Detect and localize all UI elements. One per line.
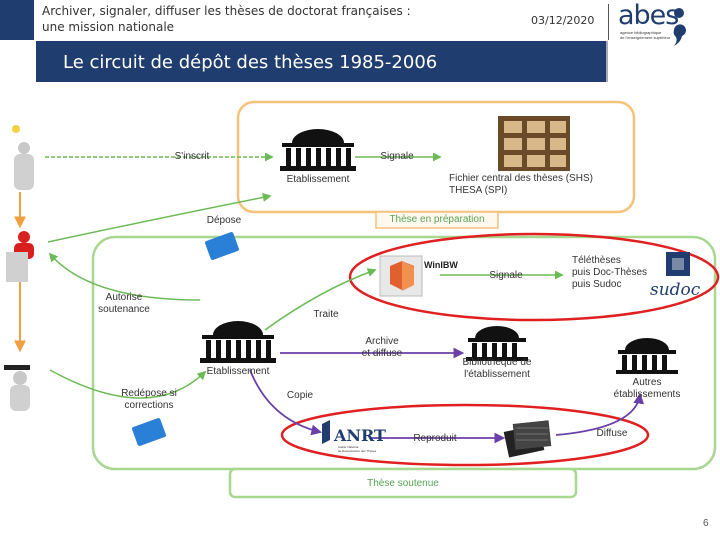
deposit-circuit-diagram	[4, 100, 720, 499]
abes-logo: abes	[618, 0, 679, 31]
diffuse-arrow	[555, 392, 645, 436]
label-signale-sudoc: Signale	[489, 270, 523, 281]
copie-arrow	[249, 369, 323, 436]
anrt-highlight	[280, 403, 650, 467]
header-date: 03/12/2020	[531, 14, 595, 27]
sudoc-logo-icon	[666, 252, 690, 276]
book-icon-redepose	[132, 418, 166, 446]
abes-logo-mark	[673, 8, 686, 46]
student-presenting-icon	[6, 231, 34, 282]
slide-title: Le circuit de dépôt des thèses 1985-2006	[63, 52, 438, 73]
autorise-arrow	[48, 252, 201, 301]
anrt-logo-icon	[322, 420, 330, 444]
abes-logo-tagline: agence bibliographique de l'enseignement…	[620, 30, 671, 40]
depose-arrow	[47, 192, 272, 243]
label-traite: Traite	[313, 309, 339, 320]
bibliotheque-icon	[466, 326, 528, 361]
anrt-logo-subtitle: Atelier National de Reproduction des Thè…	[338, 445, 377, 453]
label-phase-preparation: Thèse en préparation	[389, 214, 485, 225]
label-reproduit: Reproduit	[413, 433, 457, 444]
label-signale-top: Signale	[380, 151, 414, 162]
title-banner	[36, 41, 608, 82]
fichier-central-photo	[498, 116, 570, 171]
label-sinscrit: S'inscrit	[174, 151, 210, 162]
header-accent-block	[0, 0, 34, 40]
label-phase-soutenue: Thèse soutenue	[367, 478, 439, 489]
label-etablissement-bottom: Etablissement	[206, 366, 270, 377]
label-copie: Copie	[286, 390, 314, 401]
label-depose: Dépose	[206, 215, 242, 226]
header-separator	[608, 4, 609, 40]
header-title-line2: une mission nationale	[42, 20, 175, 34]
microfiche-icon	[503, 420, 552, 458]
label-bibliotheque: Bibliothèque de l'établissement	[462, 357, 532, 380]
etablissement-bottom-icon	[200, 321, 276, 363]
traite-arrow	[264, 268, 377, 331]
label-fichier-central: Fichier central des thèses (SHS) THESA (…	[449, 173, 593, 196]
etablissement-top-icon	[280, 129, 356, 171]
label-theses-catalogues: Téléthèses puis Doc-Thèses puis Sudoc	[572, 255, 648, 290]
label-redepose-corrections: Redépose si corrections	[121, 388, 177, 411]
label-archive-diffuse: Archive et diffuse	[361, 336, 403, 359]
label-autres-etablissements: Autres établissements	[613, 377, 681, 400]
preparation-phase-tab	[375, 211, 499, 229]
book-icon-depose	[205, 232, 239, 260]
label-autorise-soutenance: Autorise soutenance	[98, 292, 150, 315]
graduate-icon	[4, 365, 30, 411]
autres-etablissements-icon	[616, 338, 678, 374]
header-title: Archiver, signaler, diffuser les thèses …	[42, 3, 472, 35]
label-diffuse: Diffuse	[596, 428, 628, 439]
student-idea-icon	[12, 125, 34, 190]
label-etablissement-top: Etablissement	[286, 174, 350, 185]
winibw-icon	[379, 255, 423, 297]
defended-phase-tab	[228, 467, 578, 499]
label-winibw: WinIBW	[424, 260, 458, 270]
page-number: 6	[703, 518, 709, 529]
sudoc-logo-text: sudoc	[650, 280, 701, 300]
anrt-logo-text: ANRT	[334, 426, 386, 445]
sudoc-highlight	[348, 232, 720, 322]
header-title-line1: Archiver, signaler, diffuser les thèses …	[42, 4, 411, 18]
redepose-arrow	[49, 369, 207, 399]
